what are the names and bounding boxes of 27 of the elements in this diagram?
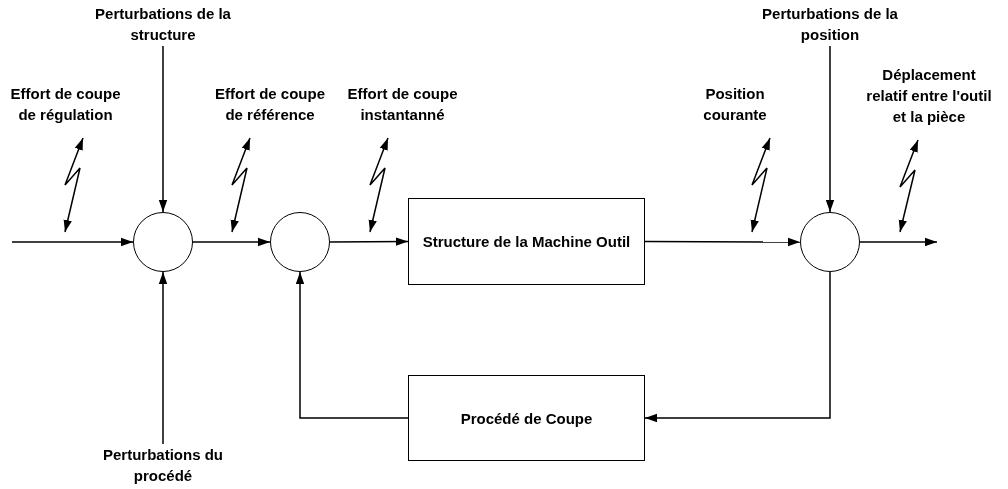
process-box — [408, 198, 645, 285]
signal-label: Effort de coupe de régulation — [9, 84, 122, 125]
arrow — [329, 237, 409, 246]
arrow — [158, 271, 168, 445]
signal-label: Perturbations du procédé — [102, 445, 224, 486]
lightning-arrow — [750, 137, 771, 233]
signal-label: Effort de coupe de référence — [214, 84, 326, 125]
signal-label: Perturbations de la structure — [94, 4, 232, 45]
lightning-arrow — [368, 137, 389, 233]
arrow — [11, 237, 134, 247]
arrow — [825, 45, 835, 213]
signal-label: Déplacement relatif entre l'outil et la pièce — [865, 64, 993, 127]
signal-label: Position courante — [702, 84, 768, 125]
arrow — [644, 271, 831, 423]
lightning-arrow — [898, 139, 919, 233]
signal-label: Perturbations de la position — [761, 4, 899, 45]
box-label: Procédé de Coupe — [460, 408, 593, 429]
lightning-arrow — [63, 137, 84, 233]
process-box — [408, 375, 645, 461]
box-label: Structure de la Machine Outil — [422, 232, 631, 252]
arrow — [295, 271, 409, 419]
lightning-arrow — [230, 137, 251, 233]
signal-label: Effort de coupe instantanné — [346, 84, 459, 125]
arrow — [192, 237, 271, 247]
arrow — [158, 45, 168, 213]
arrow — [859, 237, 938, 247]
arrow — [644, 237, 801, 247]
